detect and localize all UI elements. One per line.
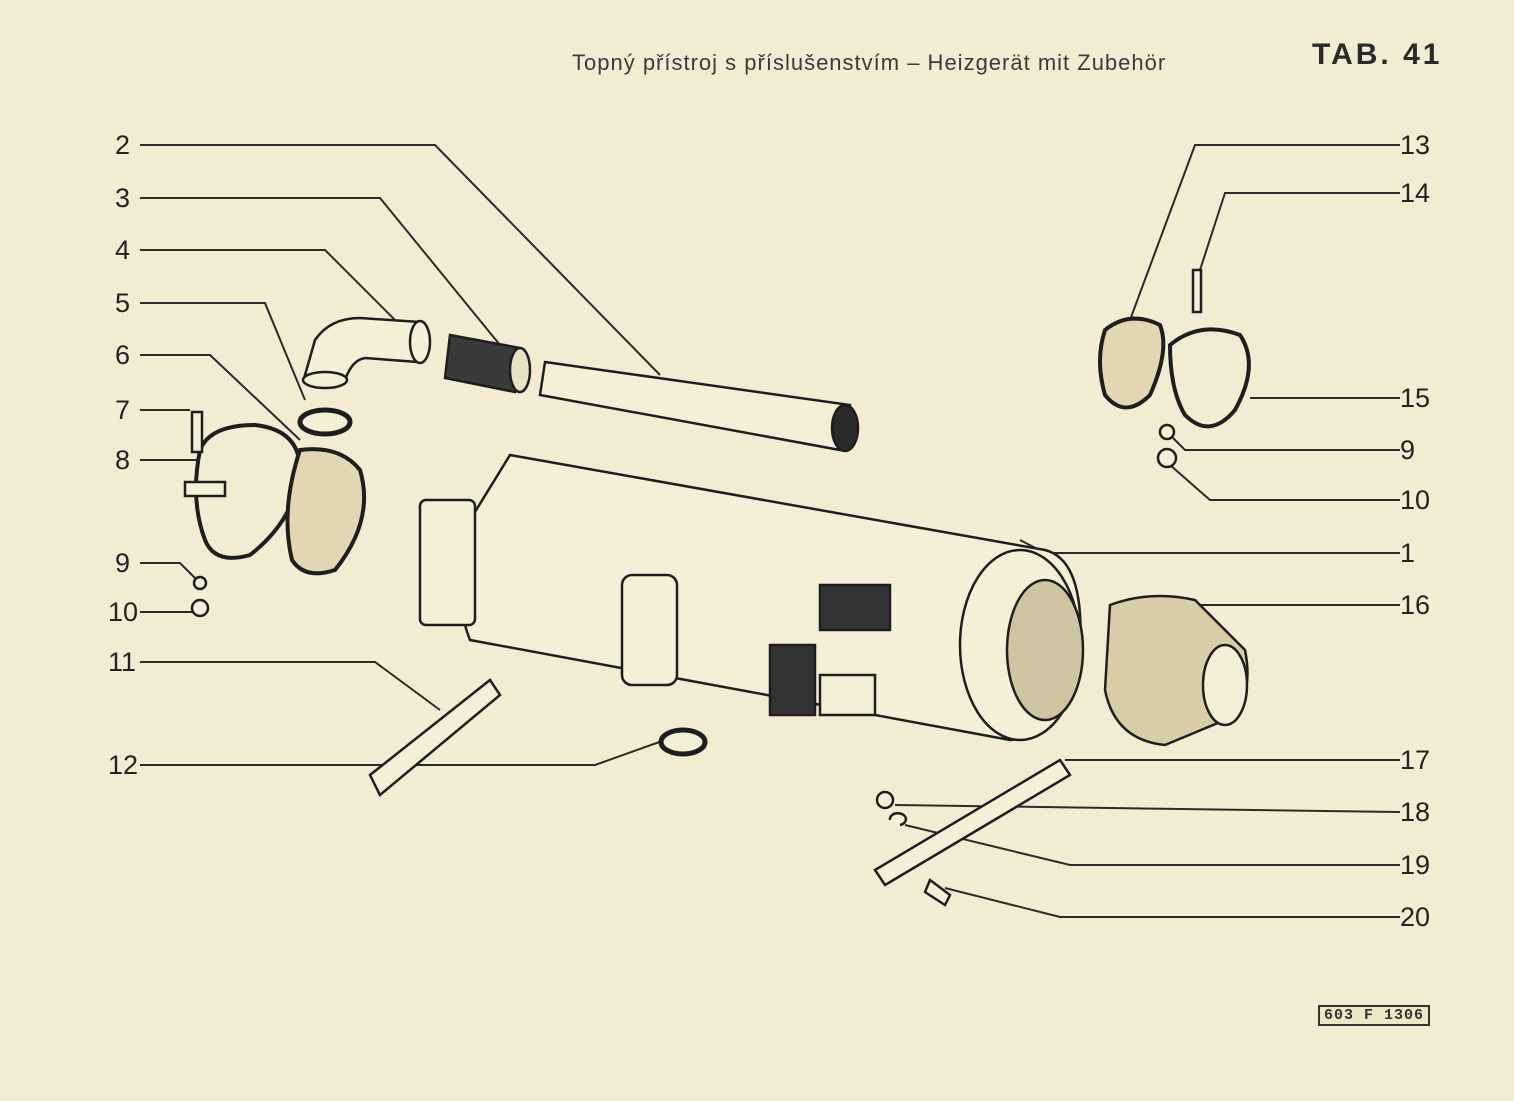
washer-part-19 <box>888 811 908 827</box>
callout-17: 17 <box>1400 745 1431 775</box>
leader-line-1 <box>1019 539 1400 554</box>
leader-line-9a <box>140 562 196 579</box>
leader-line-10b <box>1169 464 1400 501</box>
relay-box <box>818 583 892 632</box>
callout-15: 15 <box>1400 383 1431 413</box>
callout-14: 14 <box>1400 178 1431 208</box>
callout-13: 13 <box>1400 130 1431 160</box>
nut-part-10-left <box>190 598 210 618</box>
screw-part-20 <box>923 878 952 907</box>
callout-5: 5 <box>115 288 131 318</box>
washer-part-9-right <box>1158 423 1176 441</box>
leader-line-2 <box>140 144 661 376</box>
table-number: TAB. 41 <box>1312 38 1443 71</box>
callout-8: 8 <box>115 445 131 475</box>
callout-7: 7 <box>115 395 131 425</box>
callout-9-left: 9 <box>115 548 131 578</box>
leader-line-18 <box>894 804 1401 813</box>
callout-11: 11 <box>108 647 137 677</box>
callout-20: 20 <box>1400 902 1431 932</box>
callout-1: 1 <box>1400 538 1416 568</box>
clamp-part-15 <box>1167 327 1251 429</box>
bracket-part-11 <box>368 678 502 797</box>
leader-line-5 <box>140 302 306 401</box>
leader-line-9b <box>1169 434 1400 451</box>
bolt-part-7 <box>190 410 204 454</box>
leader-line-20 <box>944 887 1400 918</box>
elbow-hose-part-4 <box>303 316 422 382</box>
callout-2: 2 <box>115 130 131 160</box>
washer-part-9-left <box>192 575 208 591</box>
ring-part-5 <box>297 407 353 437</box>
bolt-part-14 <box>1191 268 1203 314</box>
callout-6: 6 <box>115 340 131 370</box>
band-part-13 <box>1098 316 1166 410</box>
leader-line-13 <box>1129 144 1400 321</box>
nut-part-18 <box>875 790 895 810</box>
callout-12: 12 <box>108 750 139 780</box>
fuel-filter <box>418 498 477 627</box>
leader-line-14 <box>1199 192 1400 271</box>
clamp-band-part-8 <box>194 422 303 560</box>
nut-part-10-right <box>1156 447 1178 469</box>
callout-10-left: 10 <box>108 597 139 627</box>
leader-line-6 <box>140 354 301 441</box>
callout-3: 3 <box>115 183 131 213</box>
sleeve-part-3 <box>443 333 522 394</box>
callout-18: 18 <box>1400 797 1431 827</box>
callout-9-right: 9 <box>1400 435 1416 465</box>
callout-10-right: 10 <box>1400 485 1431 515</box>
callout-4: 4 <box>115 235 131 265</box>
leader-line-19 <box>904 824 1400 866</box>
tube-part-2 <box>538 360 852 452</box>
callout-19: 19 <box>1400 850 1431 880</box>
leader-line-11 <box>140 661 441 711</box>
leader-line-4 <box>140 249 406 331</box>
leader-line-3 <box>140 197 501 346</box>
leader-line-12 <box>140 739 666 766</box>
bracket-part-17 <box>873 758 1072 887</box>
callout-16: 16 <box>1400 590 1431 620</box>
page-title: Topný přístroj s příslušenstvím – Heizge… <box>572 50 1167 75</box>
ring-band-part-6 <box>285 447 367 576</box>
fuel-pump <box>620 573 679 687</box>
figure-code: 603 F 1306 <box>1318 1005 1431 1026</box>
o-ring-part-12 <box>658 727 708 757</box>
